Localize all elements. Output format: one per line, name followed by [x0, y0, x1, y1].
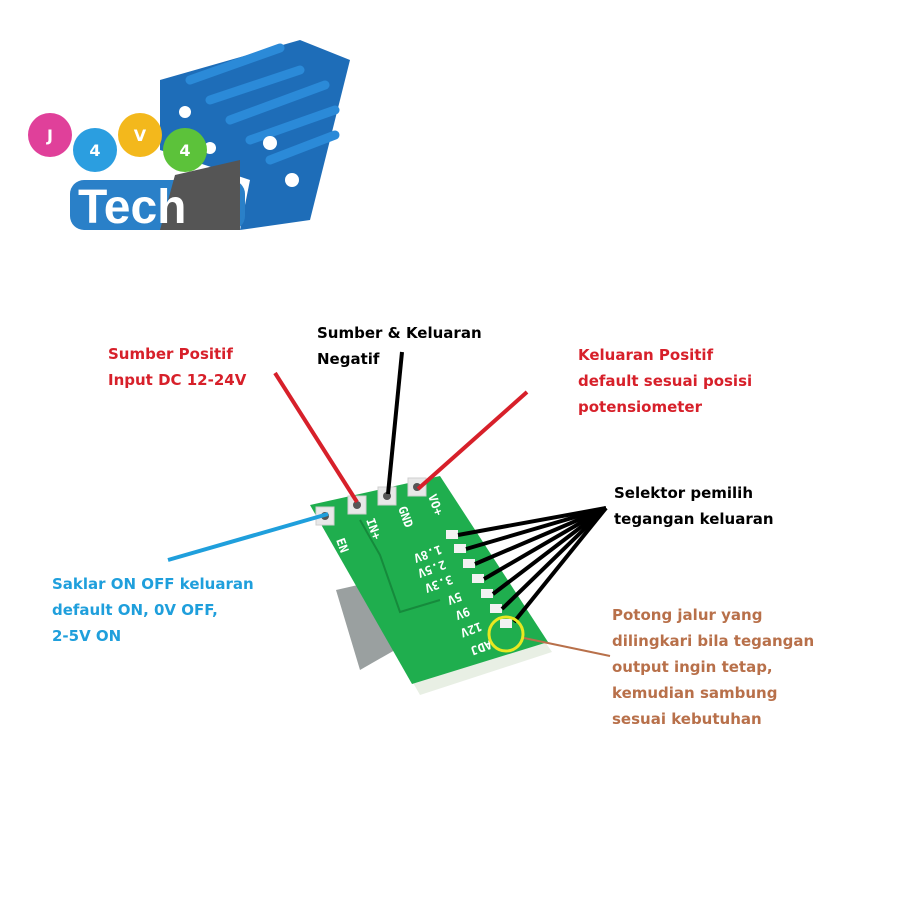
logo-circuit-traces [185, 43, 340, 165]
logo-word: Tech [78, 181, 186, 234]
label-line: Selektor pemilih [614, 484, 754, 502]
label-line: default ON, 0V OFF, [52, 601, 218, 619]
pointer-source-negative [386, 351, 404, 495]
label-line: Potong jalur yang [612, 606, 763, 624]
label-line: Negatif [317, 350, 380, 368]
pcb-label-en: EN [333, 536, 351, 554]
label-line: default sesuai posisi [578, 372, 753, 390]
selector-pads [446, 530, 512, 628]
label-line: Input DC 12-24V [108, 371, 247, 389]
label-line: sesuai kebutuhan [612, 710, 762, 728]
pcb-label-in: IN+ [363, 516, 384, 541]
pcb-board: EN IN+ GND VO+ 1.8V 2.5V 3.3V 5V 9V 12V … [310, 476, 552, 695]
pointer-source-positive [273, 371, 359, 504]
label-line: kemudian sambung [612, 684, 778, 702]
pcb-label-voltage: 12V [459, 619, 484, 640]
pcb-trace [359, 519, 441, 614]
pcb-label-vo: VO+ [425, 492, 446, 517]
pointer-enable [167, 512, 329, 562]
label-line: dilingkari bila tegangan [612, 632, 815, 650]
pcb-label-gnd: GND [395, 504, 416, 529]
label-line: Sumber Positif [108, 345, 233, 363]
logo-ball-j [28, 113, 72, 157]
label-source-positive: Sumber Positif Input DC 12-24V [108, 341, 246, 393]
label-line: 2-5V ON [52, 627, 122, 645]
label-enable-switch: Saklar ON OFF keluaran default ON, 0V OF… [52, 571, 254, 649]
logo-letter: V [134, 126, 147, 145]
label-line: potensiometer [578, 398, 702, 416]
label-line: tegangan keluaran [614, 510, 774, 528]
pcb-label-voltage: ADJ [469, 637, 494, 658]
label-line: Saklar ON OFF keluaran [52, 575, 254, 593]
logo: Tech J 4 V 4 [28, 40, 350, 234]
label-output-positive: Keluaran Positif default sesuai posisi p… [578, 342, 752, 420]
logo-ball-a2 [163, 128, 207, 172]
pcb-label-voltage: 9V [453, 604, 471, 622]
label-selector: Selektor pemilih tegangan keluaran [614, 480, 774, 532]
logo-letter: J [46, 126, 53, 145]
logo-circuit-pads [179, 106, 299, 187]
label-line: Sumber & Keluaran [317, 324, 482, 342]
logo-letter: 4 [179, 141, 190, 160]
logo-letter: 4 [89, 141, 100, 160]
label-cut-trace: Potong jalur yang dilingkari bila tegang… [612, 602, 814, 732]
label-line: Keluaran Positif [578, 346, 714, 364]
logo-ball-v [118, 113, 162, 157]
pointer-cut-trace [523, 637, 611, 657]
pointer-output-positive [416, 390, 529, 491]
logo-ball-a1 [73, 128, 117, 172]
pointer-selector [457, 506, 608, 624]
label-line: output ingin tetap, [612, 658, 773, 676]
label-source-negative: Sumber & Keluaran Negatif [317, 320, 482, 372]
cut-trace-circle [487, 615, 525, 653]
pcb-label-voltage: 5V [445, 589, 463, 607]
logo-gray-shape [160, 160, 240, 230]
